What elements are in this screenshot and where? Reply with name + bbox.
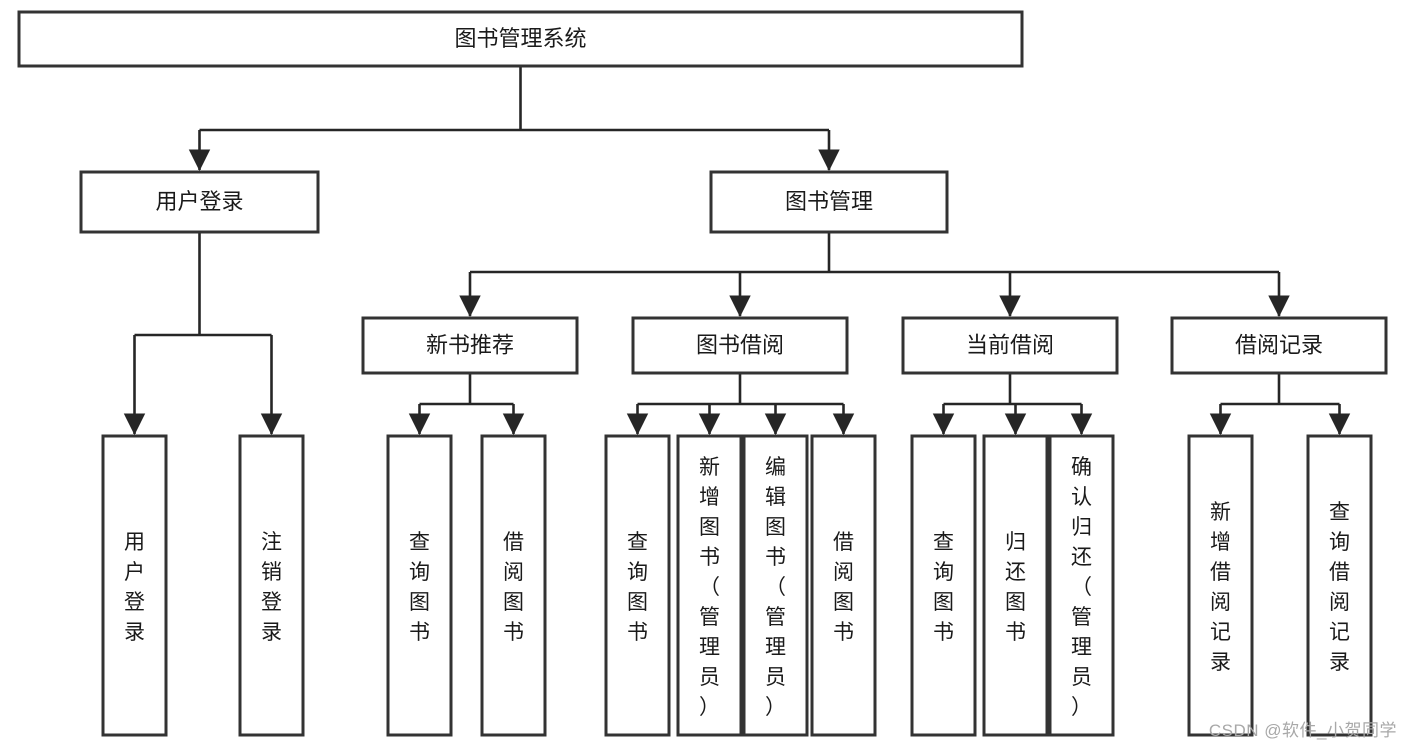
node-current-borrow[interactable]: 当前借阅	[901, 316, 1119, 375]
node-box-book-borrow[interactable]	[631, 316, 849, 375]
node-root[interactable]: 图书管理系统	[17, 10, 1024, 68]
node-label-new-book-rec: 新书推荐	[426, 332, 514, 357]
node-leaf-user-login[interactable]: 用户登录	[101, 434, 168, 737]
node-book-manage[interactable]: 图书管理	[709, 170, 949, 234]
node-label-leaf-edit-book: 编辑图书（管理员）	[765, 456, 786, 719]
connector-group	[1209, 373, 1351, 435]
node-leaf-query-book-borrow[interactable]: 查询图书	[604, 434, 671, 737]
node-label-leaf-query-book-rec: 查询图书	[409, 531, 430, 644]
node-label-leaf-logout: 注销登录	[261, 531, 282, 644]
connector-group	[626, 373, 855, 435]
node-leaf-add-book[interactable]: 新增图书（管理员）	[676, 434, 743, 737]
node-box-new-book-rec[interactable]	[361, 316, 579, 375]
node-leaf-confirm-return[interactable]: 确认归还（管理员）	[1048, 434, 1115, 737]
node-label-root: 图书管理系统	[454, 26, 586, 51]
connector-group	[408, 373, 525, 435]
node-box-leaf-borrow-book[interactable]	[810, 434, 877, 737]
connector-group	[932, 373, 1093, 435]
node-label-leaf-borrow-book: 借阅图书	[833, 531, 854, 644]
node-leaf-query-record[interactable]: 查询借阅记录	[1306, 434, 1373, 737]
node-box-leaf-query-book-rec[interactable]	[386, 434, 453, 737]
node-leaf-borrow-book[interactable]: 借阅图书	[810, 434, 877, 737]
node-box-leaf-edit-book[interactable]	[742, 434, 809, 737]
connector-group	[188, 66, 840, 171]
node-box-book-manage[interactable]	[709, 170, 949, 234]
node-box-current-borrow[interactable]	[901, 316, 1119, 375]
node-label-leaf-query-book-cur: 查询图书	[933, 531, 954, 644]
node-leaf-query-book-cur[interactable]: 查询图书	[910, 434, 977, 737]
node-label-leaf-query-record: 查询借阅记录	[1329, 501, 1350, 674]
node-leaf-add-record[interactable]: 新增借阅记录	[1187, 434, 1254, 737]
node-label-user-login: 用户登录	[155, 189, 243, 214]
node-label-book-borrow: 图书借阅	[696, 332, 784, 357]
connector-group	[459, 232, 1290, 317]
node-label-leaf-query-book-borrow: 查询图书	[627, 531, 648, 644]
node-leaf-logout[interactable]: 注销登录	[238, 434, 305, 737]
node-leaf-borrow-book-rec[interactable]: 借阅图书	[480, 434, 547, 737]
node-leaf-return-book[interactable]: 归还图书	[982, 434, 1049, 737]
node-box-leaf-query-record[interactable]	[1306, 434, 1373, 737]
node-leaf-edit-book[interactable]: 编辑图书（管理员）	[742, 434, 809, 737]
node-box-leaf-query-book-borrow[interactable]	[604, 434, 671, 737]
node-user-login[interactable]: 用户登录	[79, 170, 320, 234]
connectors-layer	[123, 66, 1351, 435]
node-new-book-rec[interactable]: 新书推荐	[361, 316, 579, 375]
node-box-user-login[interactable]	[79, 170, 320, 234]
node-label-borrow-record: 借阅记录	[1235, 332, 1323, 357]
nodes-layer: 图书管理系统用户登录图书管理新书推荐图书借阅当前借阅借阅记录用户登录注销登录查询…	[17, 10, 1388, 737]
node-box-leaf-add-record[interactable]	[1187, 434, 1254, 737]
node-label-leaf-confirm-return: 确认归还（管理员）	[1071, 456, 1092, 719]
node-box-leaf-confirm-return[interactable]	[1048, 434, 1115, 737]
node-label-leaf-borrow-book-rec: 借阅图书	[503, 531, 524, 644]
node-label-leaf-add-book: 新增图书（管理员）	[699, 456, 720, 719]
node-box-leaf-add-book[interactable]	[676, 434, 743, 737]
node-box-root[interactable]	[17, 10, 1024, 68]
node-book-borrow[interactable]: 图书借阅	[631, 316, 849, 375]
node-borrow-record[interactable]: 借阅记录	[1170, 316, 1388, 375]
node-box-leaf-logout[interactable]	[238, 434, 305, 737]
watermark-text: CSDN @软件_小贺同学	[1208, 721, 1397, 740]
node-label-leaf-add-record: 新增借阅记录	[1210, 501, 1231, 674]
node-leaf-query-book-rec[interactable]: 查询图书	[386, 434, 453, 737]
node-box-borrow-record[interactable]	[1170, 316, 1388, 375]
node-label-book-manage: 图书管理	[785, 189, 873, 214]
node-box-leaf-user-login[interactable]	[101, 434, 168, 737]
connector-group	[123, 232, 283, 435]
node-label-leaf-return-book: 归还图书	[1005, 531, 1026, 644]
node-box-leaf-query-book-cur[interactable]	[910, 434, 977, 737]
node-label-leaf-user-login: 用户登录	[124, 531, 145, 644]
node-label-current-borrow: 当前借阅	[966, 332, 1054, 357]
node-box-leaf-borrow-book-rec[interactable]	[480, 434, 547, 737]
node-box-leaf-return-book[interactable]	[982, 434, 1049, 737]
